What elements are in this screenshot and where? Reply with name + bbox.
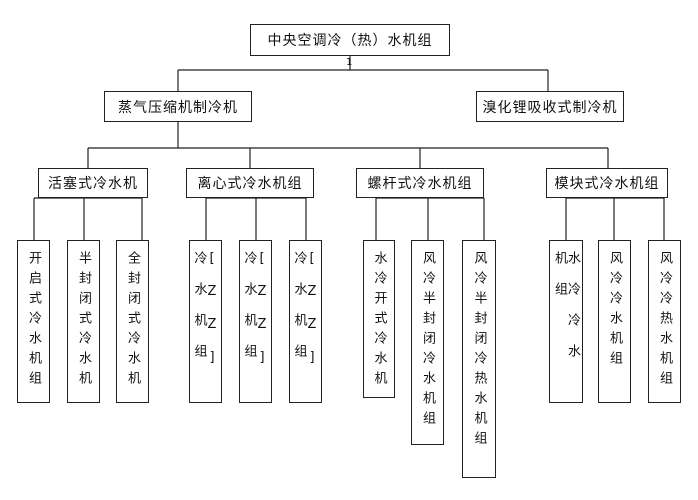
leaf-label: 水冷开式冷水机 bbox=[371, 251, 387, 391]
leaf-node: 半封闭式冷水机 bbox=[67, 240, 100, 403]
leaf-label: 全封闭式冷水机 bbox=[125, 251, 140, 391]
leaf-label: [ZZ]冷水机组 bbox=[191, 251, 220, 383]
leaf-node: 水冷冷水机组 bbox=[549, 240, 583, 403]
leaf-node: 风冷半封闭冷水机组 bbox=[411, 240, 444, 445]
leaf-node: 风冷冷热水机组 bbox=[648, 240, 681, 403]
leaf-node: 风冷冷水机组 bbox=[598, 240, 631, 403]
leaf-label: 风冷冷热水机组 bbox=[657, 251, 672, 391]
level1-node-lithium-bromide: 溴化锂吸收式制冷机 bbox=[476, 91, 624, 122]
leaf-node: [ZZ]冷水机组 bbox=[289, 240, 322, 403]
group-node-reciprocating: 活塞式冷水机 bbox=[38, 168, 148, 198]
leaf-node: 开启式冷水机组 bbox=[17, 240, 50, 403]
root-node: 中央空调冷（热）水机组 bbox=[250, 24, 450, 56]
leaf-node: 全封闭式冷水机 bbox=[116, 240, 149, 403]
group-node-screw: 螺杆式冷水机组 bbox=[356, 168, 484, 198]
leaf-label: [ZZ]冷水机组 bbox=[291, 251, 320, 383]
leaf-node: 风冷半封闭冷热水机组 bbox=[462, 240, 496, 478]
group-node-centrifugal: 离心式冷水机组 bbox=[186, 168, 314, 198]
leaf-label: 风冷冷水机组 bbox=[607, 251, 622, 371]
leaf-node: [ZZ]冷水机组 bbox=[239, 240, 272, 403]
group-node-modular: 模块式冷水机组 bbox=[546, 168, 668, 198]
leaf-label: 水冷冷水机组 bbox=[552, 251, 580, 375]
leaf-label: [ZZ]冷水机组 bbox=[241, 251, 270, 383]
leaf-label: 风冷半封闭冷热水机组 bbox=[471, 251, 487, 451]
leaf-label: 半封闭式冷水机 bbox=[76, 251, 91, 391]
level1-node-vapor-compression: 蒸气压缩机制冷机 bbox=[104, 91, 252, 122]
leaf-label: 开启式冷水机组 bbox=[26, 251, 41, 391]
connector-mark: 1 bbox=[346, 57, 353, 68]
leaf-node: [ZZ]冷水机组 bbox=[189, 240, 222, 403]
leaf-label: 风冷半封闭冷水机组 bbox=[420, 251, 435, 431]
leaf-node: 水冷开式冷水机 bbox=[363, 240, 395, 398]
